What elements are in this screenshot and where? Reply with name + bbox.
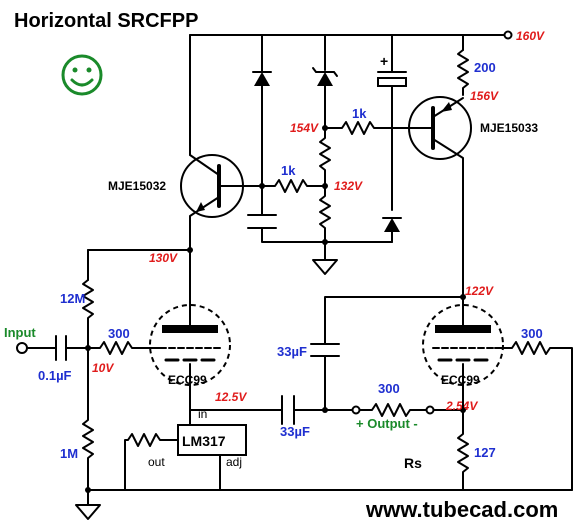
smiley-face-icon: [61, 54, 103, 96]
tube-left-label: ECC99: [168, 373, 207, 387]
tube-left-ecc99: [149, 304, 231, 411]
capacitor-left: [247, 214, 393, 243]
diode-right: [382, 217, 402, 243]
resistor-1m-value: 1M: [60, 446, 78, 461]
input-capacitor-value: 0.1µF: [38, 368, 72, 383]
transistor-left-label: MJE15032: [108, 179, 166, 193]
tube-right-ecc99: [422, 289, 506, 411]
regulator-pin-out: out: [148, 455, 165, 469]
output-terminal-plus: [351, 405, 361, 415]
resistor-output: [359, 403, 427, 417]
resistor-regulator-out: [124, 433, 169, 491]
voltage-154: 154V: [290, 121, 319, 135]
resistor-grid-right: [504, 341, 573, 491]
bias-wire: [87, 247, 193, 281]
resistor-1k-left-value: 1k: [281, 163, 296, 178]
resistor-1k-right: [324, 121, 411, 135]
voltage-122: 122V: [465, 284, 494, 298]
resistor-rs-value: 127: [474, 445, 496, 460]
ground-rail-bottom: [75, 487, 573, 520]
resistor-200-value: 200: [474, 60, 496, 75]
resistor-1k-right-value: 1k: [352, 106, 367, 121]
regulator-pin-in: in: [198, 407, 207, 421]
input-label: Input: [4, 325, 36, 340]
voltage-132: 132V: [334, 179, 363, 193]
regulator-name: LM317: [182, 433, 226, 449]
cross-capacitor: [310, 294, 466, 411]
resistor-rs: [457, 409, 469, 491]
lm317-regulator: [167, 409, 247, 491]
regulator-pin-adj: adj: [226, 455, 242, 469]
transistor-mje15033: [408, 96, 472, 291]
voltage-10: 10V: [92, 361, 114, 375]
input-terminal: [16, 342, 57, 354]
resistor-chain-middle: [319, 125, 331, 243]
output-label: + Output -: [356, 416, 418, 431]
resistor-grid-left: [87, 341, 153, 355]
resistor-200: [457, 49, 469, 96]
output-capacitor: [189, 395, 354, 425]
tube-right-label: ECC99: [441, 373, 480, 387]
voltage-12-5: 12.5V: [215, 390, 247, 404]
resistor-output-value: 300: [378, 381, 400, 396]
resistor-1m: [82, 347, 94, 491]
resistor-1k-left: [259, 179, 326, 193]
resistor-grid-left-value: 300: [108, 326, 130, 341]
resistor-12m-value: 12M: [60, 291, 85, 306]
resistor-grid-right-value: 300: [521, 326, 543, 341]
input-capacitor: [55, 335, 91, 361]
ground-symbol-top: [312, 241, 338, 275]
capacitor-polarized: [377, 59, 407, 211]
voltage-130: 130V: [149, 251, 178, 265]
top-rail-wire: [189, 34, 506, 156]
diagram-title: Horizontal SRCFPP: [14, 10, 198, 32]
voltage-156: 156V: [470, 89, 499, 103]
transistor-mje15032: [180, 154, 263, 306]
diode-left: [252, 69, 272, 216]
footer-website: www.tubecad.com: [365, 497, 558, 522]
resistor-12m: [82, 279, 94, 349]
output-capacitor-value: 33µF: [280, 424, 310, 439]
output-terminal-minus: [425, 405, 466, 415]
resistor-rs-name: Rs: [404, 455, 422, 471]
transistor-right-label: MJE15033: [480, 121, 538, 135]
supply-terminal: [503, 30, 513, 40]
cross-capacitor-value: 33µF: [277, 344, 307, 359]
supply-voltage: 160V: [516, 29, 545, 43]
capacitor-plus-sign: +: [380, 53, 388, 69]
zener-diode: [312, 67, 338, 129]
voltage-2-54: 2.54V: [445, 399, 478, 413]
